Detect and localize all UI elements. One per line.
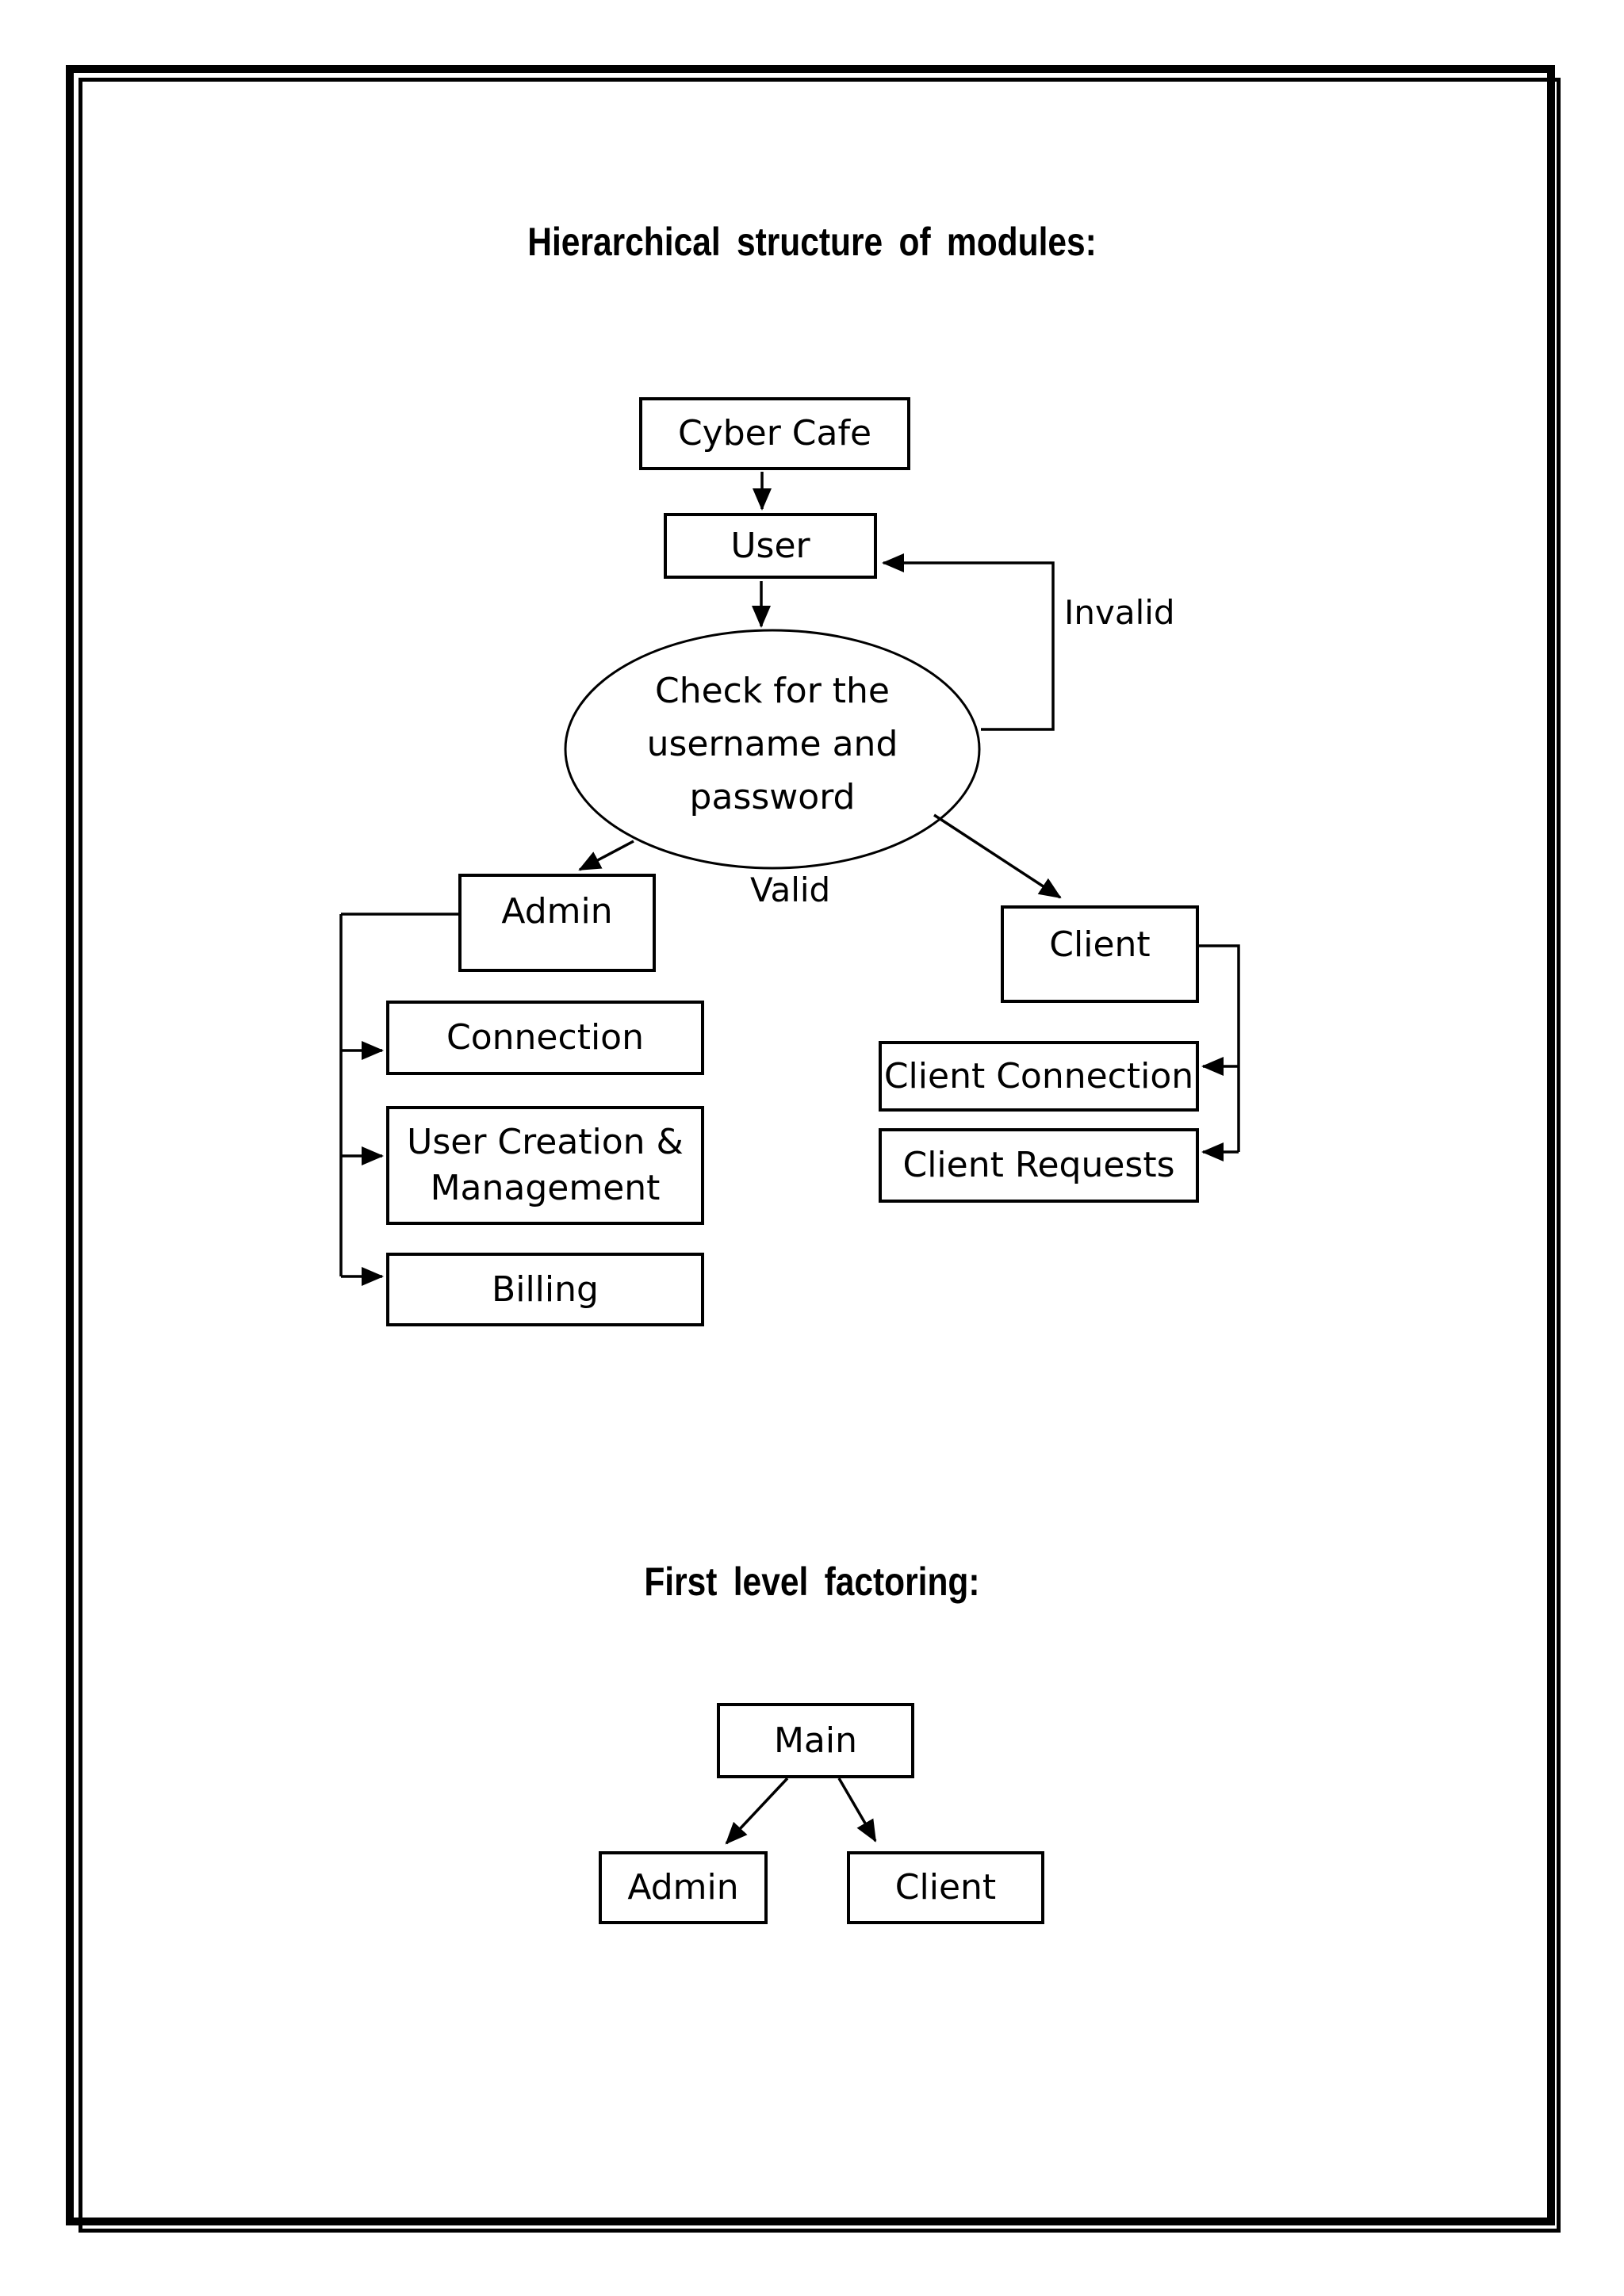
section-heading-hierarchical-structure: Hierarchical structure of modules: (0, 219, 1624, 265)
node-cyber-cafe: Cyber Cafe (639, 397, 910, 470)
check-line-3: password (689, 777, 856, 817)
arrow-check-to-admin (578, 840, 634, 871)
arrow-main-to-client (837, 1777, 877, 1843)
check-line-1: Check for the (654, 671, 891, 711)
edge-label-valid: Valid (750, 871, 831, 909)
arrow-main-to-admin (725, 1777, 789, 1845)
page-border-inner (79, 78, 1561, 2233)
node-client-connection: Client Connection (879, 1041, 1199, 1112)
page-border-outer (66, 65, 1555, 2225)
node-factoring-client: Client (847, 1851, 1044, 1924)
arrow-check-to-client (933, 813, 1062, 899)
check-credentials-ellipse (564, 629, 981, 870)
node-client-requests: Client Requests (879, 1128, 1199, 1203)
node-main: Main (717, 1703, 914, 1778)
node-connection: Connection (386, 1001, 704, 1075)
arrow-invalid-loop (882, 553, 1055, 731)
check-line-2: username and (646, 724, 898, 764)
node-check-credentials-label: Check for the username and password (550, 664, 994, 824)
section-heading-first-level-factoring: First level factoring: (0, 1559, 1624, 1605)
client-spine (1199, 944, 1240, 1152)
heading-text: First level factoring: (644, 1559, 980, 1604)
node-factoring-admin: Admin (599, 1851, 768, 1924)
node-user-creation-management: User Creation & Management (386, 1106, 704, 1225)
node-client: Client (1001, 905, 1199, 1003)
heading-text: Hierarchical structure of modules: (527, 220, 1097, 264)
node-billing: Billing (386, 1253, 704, 1326)
node-user: User (664, 513, 877, 579)
user-creation-line-2: Management (430, 1168, 661, 1208)
edge-label-invalid: Invalid (1064, 593, 1175, 632)
user-creation-line-1: User Creation & (407, 1122, 684, 1162)
node-admin: Admin (458, 874, 656, 972)
